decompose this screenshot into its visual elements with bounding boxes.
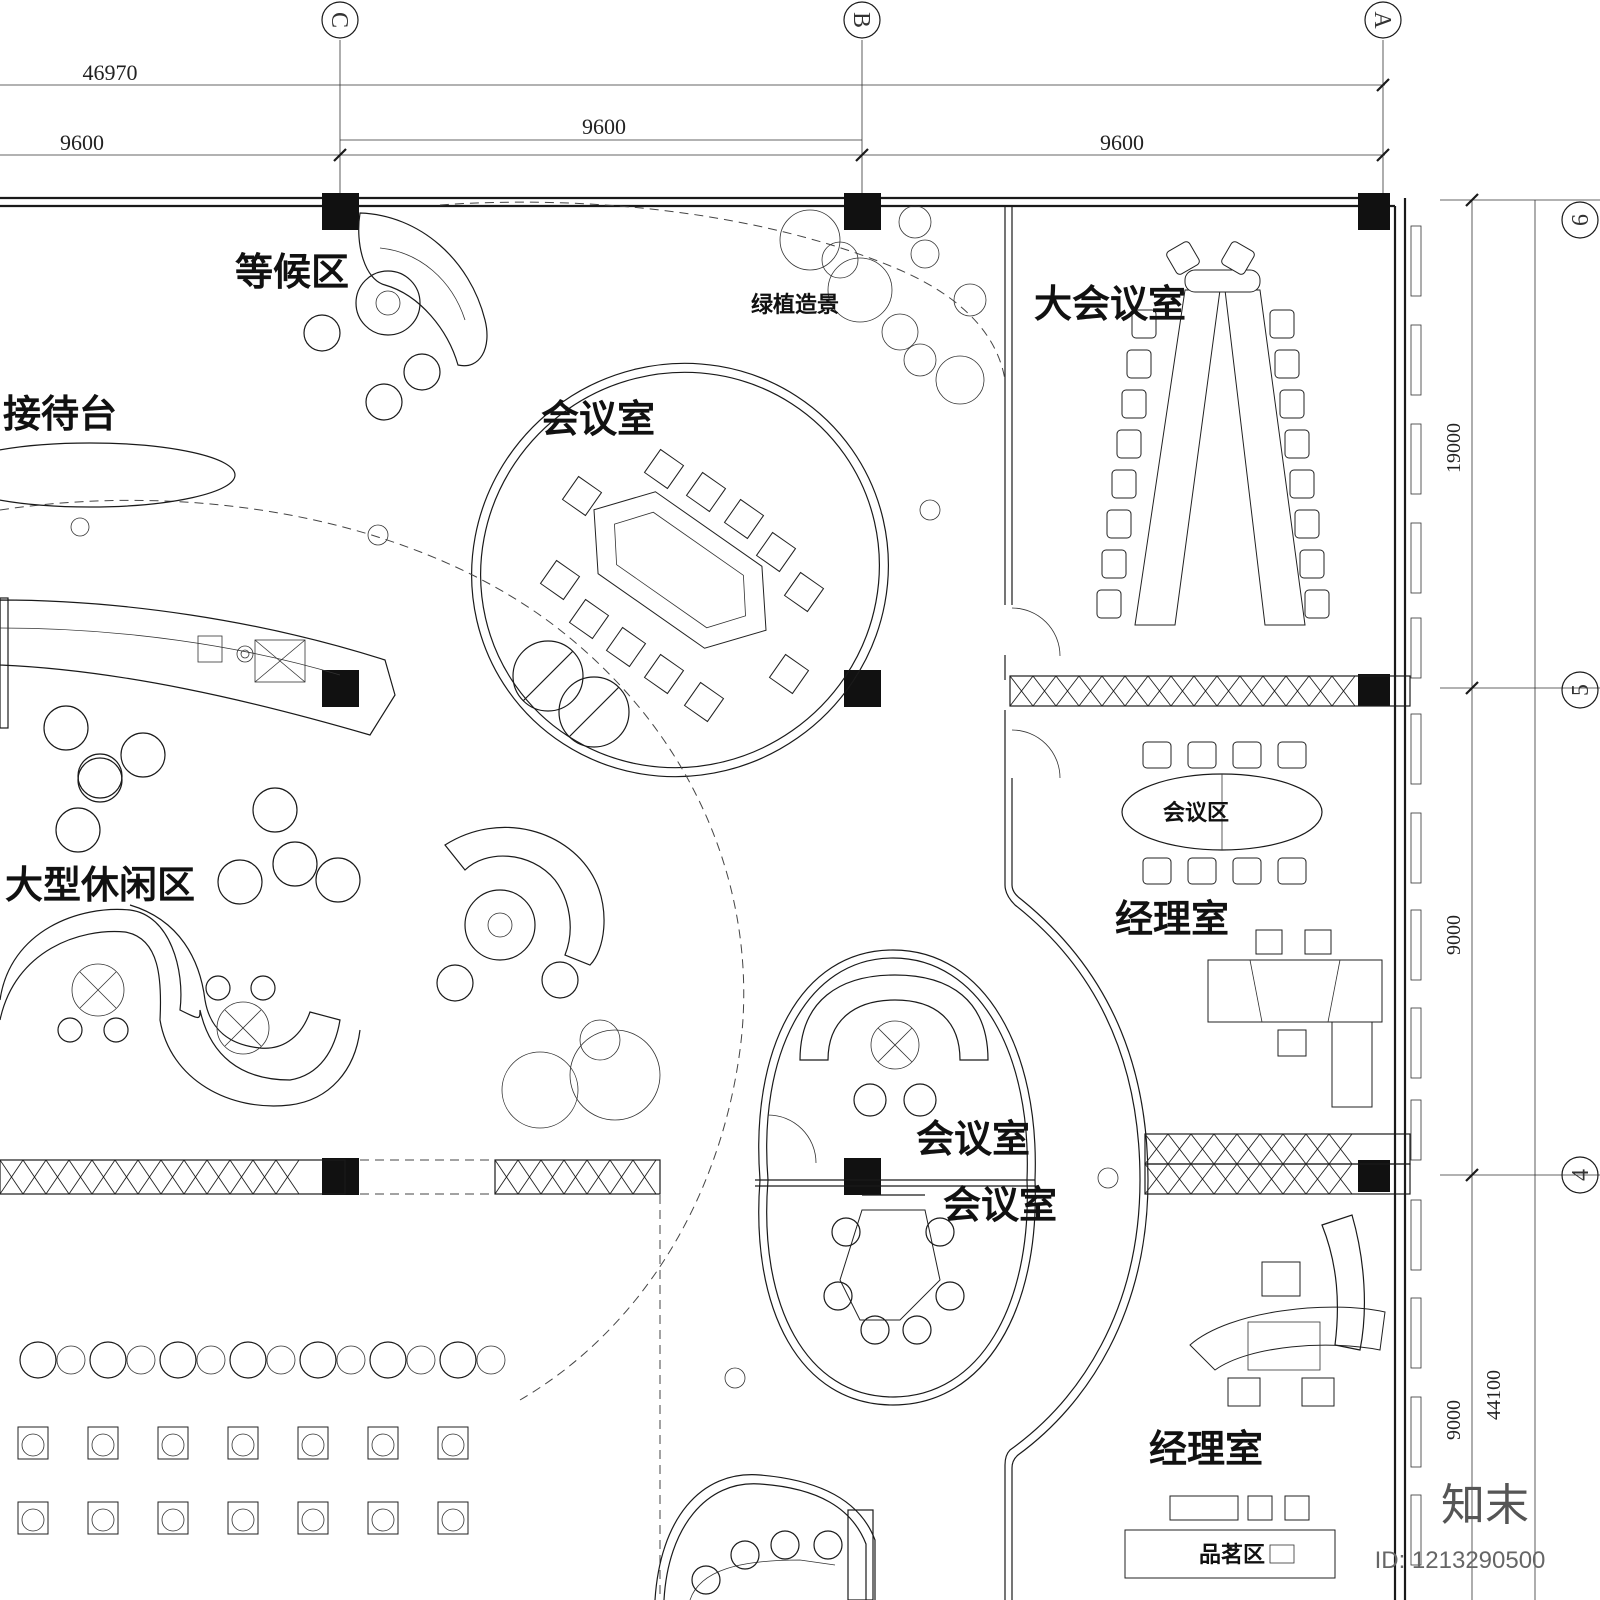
watermark-id: ID: 1213290500	[1375, 1547, 1546, 1574]
axis-bubbles-right	[1561, 201, 1599, 1194]
s-sofa	[0, 904, 361, 1107]
bottom-curved-room	[654, 1474, 876, 1600]
label-tea-area: 品茗区	[1199, 1543, 1265, 1568]
small-meeting-ovals	[758, 949, 1036, 1406]
exterior-walls	[0, 196, 1422, 1600]
axis-label-a: A	[1369, 11, 1395, 29]
axis-label-4: 4	[1568, 1169, 1594, 1181]
center-sofa	[436, 826, 605, 1002]
truss-patterns	[0, 675, 1356, 1195]
big-meeting-chairs	[1096, 241, 1330, 619]
label-meeting-oval: 会议室	[541, 397, 655, 441]
label-meeting-small-b: 会议室	[943, 1183, 1057, 1227]
plants-center	[501, 1019, 661, 1129]
window-mullions	[1410, 225, 1422, 1566]
label-manager-1: 经理室	[1115, 897, 1229, 941]
waiting-sofa	[303, 212, 488, 421]
structural-columns	[322, 193, 1390, 1195]
bar-counter	[0, 599, 396, 736]
people-figures	[70, 499, 1119, 1389]
axis-label-c: C	[326, 12, 352, 28]
partitions	[0, 206, 1411, 1600]
label-manager-2: 经理室	[1149, 1427, 1263, 1471]
axis-label-6: 6	[1568, 214, 1594, 226]
lounge-chairs	[43, 705, 361, 905]
label-waiting: 等候区	[235, 250, 349, 294]
seating-rows	[17, 1341, 506, 1535]
manager-desk-2	[1124, 1214, 1386, 1579]
watermark-logo: 知末	[1441, 1481, 1529, 1530]
dim-right-total: 44100	[1483, 1370, 1505, 1420]
meeting-area-chairs	[1142, 741, 1307, 885]
oval-meeting-chairs	[539, 448, 825, 723]
dim-bay-right: 9600	[1100, 130, 1144, 155]
manager-desk-1	[1207, 929, 1383, 1108]
oval-meeting-room	[471, 362, 889, 778]
label-meeting-area: 会议区	[1163, 800, 1229, 826]
dimension-lines-right	[1440, 193, 1600, 1600]
dim-right-mid: 9000	[1443, 915, 1465, 955]
axis-bubbles-top	[321, 1, 1402, 39]
axis-label-b: B	[848, 12, 874, 28]
plants-top	[779, 205, 987, 405]
label-big-meeting: 大会议室	[1034, 282, 1186, 326]
label-lounge: 大型休闲区	[5, 863, 195, 907]
dim-bay-left: 9600	[60, 130, 104, 155]
axis-label-5: 5	[1568, 684, 1594, 696]
reception-desk	[0, 442, 236, 729]
dim-total: 46970	[83, 60, 138, 85]
lounge-tables	[77, 757, 123, 803]
label-reception: 接待台	[3, 392, 117, 436]
meeting-area	[1121, 773, 1323, 851]
dim-bay-mid: 9600	[582, 114, 626, 139]
big-meeting-tables	[1134, 269, 1306, 626]
label-landscape: 绿植造景	[751, 292, 839, 318]
dim-right-bot: 9000	[1443, 1400, 1465, 1440]
dimension-lines	[0, 40, 1390, 200]
label-meeting-small-a: 会议室	[916, 1117, 1030, 1161]
dim-right-top: 19000	[1443, 423, 1465, 473]
